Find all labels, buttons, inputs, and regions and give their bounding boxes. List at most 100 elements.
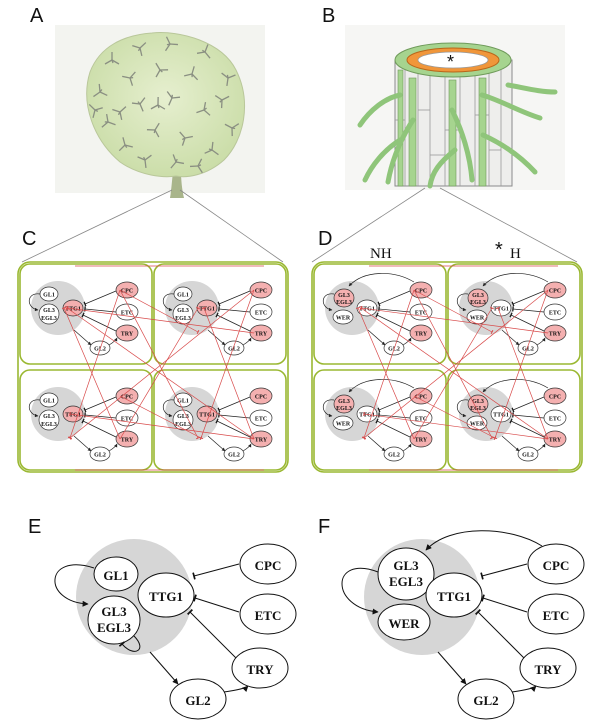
edge-cpc-complex (482, 379, 549, 393)
node-label-gl3: GL3 (472, 293, 484, 299)
node-label-egl3: EGL3 (336, 300, 352, 306)
edge-cpc-inhibit (192, 563, 240, 580)
edge-try-inhibit (215, 312, 251, 332)
intercellular-inhibitions (61, 289, 255, 441)
edge-red-inhibit (68, 289, 255, 440)
trichome (214, 95, 230, 109)
panel-b-label: B (322, 5, 335, 27)
panel-f-label: F (318, 516, 330, 538)
trichome (224, 123, 240, 137)
edge-cpc-inhibit (83, 290, 117, 307)
node-label-gl2: GL2 (473, 693, 498, 708)
edge-try-inhibit (509, 312, 545, 332)
node-label-ttg1: TTG1 (65, 413, 81, 419)
trichome (204, 141, 219, 156)
node-try (249, 324, 273, 342)
node-ttg1 (62, 405, 84, 423)
panel-e-label: E (28, 516, 41, 538)
edge-gl2-try (536, 337, 546, 346)
node-label-cpc: CPC (121, 289, 133, 295)
node-label-cpc: CPC (255, 558, 282, 573)
edge-red-inhibit (413, 289, 494, 335)
node-label-cpc: CPC (255, 289, 267, 295)
edge-etc-inhibit (481, 594, 528, 613)
node-label-gl2: GL2 (94, 453, 106, 459)
node-label-cpc: CPC (415, 395, 427, 401)
edge-cpc-inhibit (480, 563, 528, 580)
node-gl3-egl3 (377, 547, 435, 601)
edge-try-inhibit (375, 312, 411, 332)
node-gl3-egl3 (87, 595, 141, 645)
node-label-gl3: GL3 (177, 308, 189, 314)
node-label-cpc: CPC (549, 289, 561, 295)
trichome (112, 106, 127, 121)
edge-etc-inhibit (84, 306, 117, 313)
edge-egl3-self (118, 635, 141, 652)
node-label-gl2: GL2 (228, 453, 240, 459)
trichome (93, 83, 108, 98)
edge-self-loop (322, 293, 335, 312)
edge-complex-gl2 (367, 435, 386, 452)
edge-red-inhibit (66, 305, 255, 334)
edge-red-inhibit (413, 289, 495, 440)
node-label-egl3: EGL3 (41, 316, 57, 322)
node-label-gl3: GL3 (338, 399, 350, 405)
panel-b: B (322, 5, 565, 190)
edge-etc-inhibit (378, 306, 411, 313)
edge-red-inhibit (198, 289, 255, 440)
edge-gl2-try (511, 685, 537, 693)
node-gl1 (93, 556, 139, 592)
leaf-blade (86, 32, 246, 178)
intercellular-inhibitions (355, 289, 549, 441)
edge-self-loop (322, 399, 335, 418)
node-ttg1 (356, 405, 378, 423)
edge-red-inhibit (201, 306, 255, 440)
edge-gl2-try (223, 685, 249, 693)
grid-outer-border (311, 261, 583, 473)
node-label-etc: ETC (121, 311, 133, 317)
edge-cpc-complex (425, 530, 543, 551)
edge-cpc-inhibit (377, 396, 411, 413)
node-cpc (409, 281, 433, 299)
cell-label-h: H (510, 246, 521, 262)
edge-red-inhibit (413, 395, 497, 441)
trichome (122, 71, 136, 86)
node-label-etc: ETC (255, 608, 282, 623)
edge-cpc-inhibit (83, 396, 117, 413)
node-label-cpc: CPC (121, 395, 133, 401)
edge-complex-gl2 (73, 435, 92, 452)
edge-red-inhibit (492, 289, 549, 440)
edge-complex-gl2 (501, 435, 520, 452)
edge-cpc-inhibit (217, 290, 251, 307)
trichome (155, 62, 169, 78)
node-label-try: TRY (535, 662, 563, 677)
edge-complex-gl2 (207, 329, 226, 346)
node-gl2 (89, 340, 111, 356)
edge-red-inhibit (413, 306, 495, 440)
edge-try-inhibit (81, 312, 117, 332)
node-label-wer: WER (470, 422, 485, 428)
node-cpc (115, 281, 139, 299)
edge-try-inhibit (186, 608, 237, 659)
node-label-try: TRY (255, 332, 268, 338)
edge-complex-gl2 (207, 435, 226, 452)
node-label-cpc: CPC (255, 395, 267, 401)
node-label-etc: ETC (255, 311, 267, 317)
node-gl2 (169, 678, 227, 720)
edge-red-inhibit (61, 306, 121, 440)
node-label-gl3: GL3 (472, 399, 484, 405)
root-hair-files (397, 69, 487, 187)
node-cpc (543, 387, 567, 405)
node-label-wer: WER (388, 616, 420, 631)
edge-red-inhibit (359, 305, 549, 440)
node-try (543, 430, 567, 448)
trichome (179, 131, 193, 146)
node-label-ttg1: TTG1 (359, 413, 375, 419)
trichome (131, 97, 146, 112)
node-label-ttg1: TTG1 (437, 589, 471, 604)
node-try (115, 430, 139, 448)
trichome (221, 72, 236, 87)
